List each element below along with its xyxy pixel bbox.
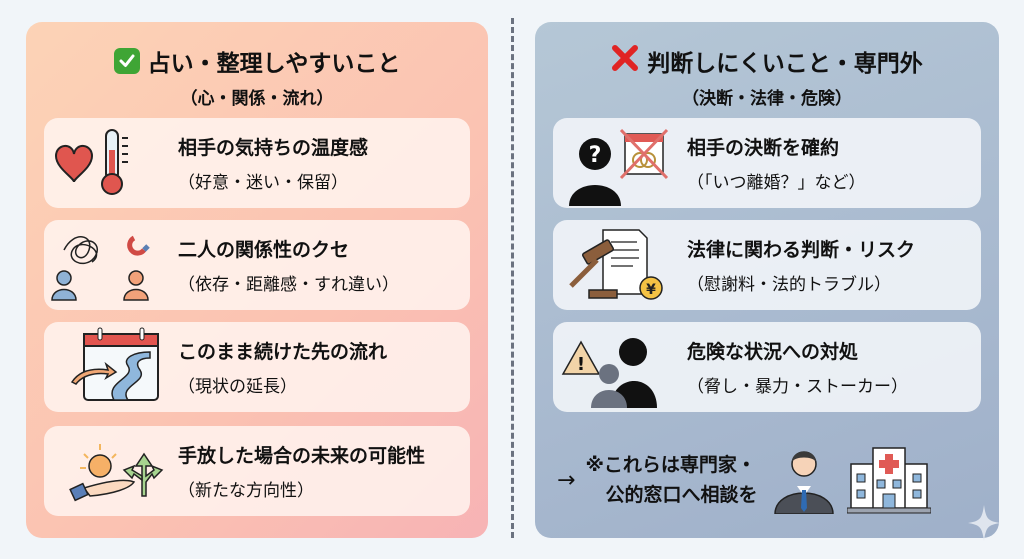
professional-person-icon bbox=[771, 442, 837, 518]
left-panel-subtitle: （心・関係・流れ） bbox=[180, 89, 334, 109]
cross-mark-icon bbox=[611, 44, 639, 78]
gavel-document-yen-icon: ¥ bbox=[553, 220, 673, 310]
footer-line-2: 公的窓口へ相談を bbox=[605, 484, 758, 506]
right-panel-subtitle: （決断・法律・危険） bbox=[682, 89, 852, 109]
arrow-right-icon: → bbox=[557, 467, 576, 493]
item-detail: （新たな方向性） bbox=[178, 481, 314, 501]
warning-threat-figure-icon: ! bbox=[553, 322, 673, 412]
item-title: 危険な状況への対処 bbox=[687, 341, 859, 363]
tangled-people-magnet-icon bbox=[44, 220, 164, 310]
list-item: 相手の気持ちの温度感 （好意・迷い・保留） bbox=[44, 118, 470, 208]
svg-text:¥: ¥ bbox=[646, 282, 656, 298]
list-item: 手放した場合の未来の可能性 （新たな方向性） bbox=[44, 426, 470, 516]
item-title: このまま続けた先の流れ bbox=[178, 341, 388, 363]
left-panel-can-do: 占い・整理しやすいこと （心・関係・流れ） 相手の気持ちの温度感 （好意・迷い・… bbox=[26, 22, 488, 538]
hospital-icon bbox=[846, 442, 932, 518]
item-title: 相手の気持ちの温度感 bbox=[178, 137, 369, 159]
right-panel-title: 判断しにくいこと・専門外 bbox=[535, 44, 999, 78]
dashed-divider bbox=[511, 18, 514, 538]
consult-specialists-note: → ※これらは専門家・ 公的窓口へ相談を bbox=[557, 442, 932, 518]
footer-line-1: ※これらは専門家・ bbox=[585, 454, 756, 476]
item-title: 法律に関わる判断・リスク bbox=[687, 239, 916, 261]
item-title: 手放した場合の未来の可能性 bbox=[178, 445, 426, 467]
check-box-icon bbox=[113, 48, 140, 74]
list-item: ? 相手の決断を確約 （「いつ離婚？」など） bbox=[553, 118, 981, 208]
item-detail: （慰謝料・法的トラブル） bbox=[687, 275, 891, 295]
sparkle-icon bbox=[968, 505, 1000, 545]
right-panel-cannot-do: 判断しにくいこと・専門外 （決断・法律・危険） ? 相手の決断を確約 （「いつ離… bbox=[535, 22, 999, 538]
left-panel-title: 占い・整理しやすいこと bbox=[26, 44, 488, 78]
item-detail: （好意・迷い・保留） bbox=[178, 173, 348, 193]
svg-text:?: ? bbox=[589, 143, 602, 168]
hand-sun-branching-arrows-icon bbox=[44, 426, 164, 516]
item-detail: （脅し・暴力・ストーカー） bbox=[687, 377, 908, 397]
heart-thermometer-icon bbox=[44, 118, 164, 208]
svg-text:!: ! bbox=[577, 354, 585, 375]
item-detail: （依存・距離感・すれ違い） bbox=[178, 275, 399, 295]
list-item: 二人の関係性のクセ （依存・距離感・すれ違い） bbox=[44, 220, 470, 310]
question-silhouette-crossed-calendar-icon: ? bbox=[553, 118, 673, 208]
item-detail: （現状の延長） bbox=[178, 377, 297, 397]
list-item: ¥ 法律に関わる判断・リスク （慰謝料・法的トラブル） bbox=[553, 220, 981, 310]
item-title: 二人の関係性のクセ bbox=[178, 239, 350, 261]
item-detail: （「いつ離婚？」など） bbox=[687, 173, 866, 193]
calendar-river-arrow-icon bbox=[44, 322, 164, 412]
item-title: 相手の決断を確約 bbox=[687, 137, 840, 159]
list-item: このまま続けた先の流れ （現状の延長） bbox=[44, 322, 470, 412]
list-item: ! 危険な状況への対処 （脅し・暴力・ストーカー） bbox=[553, 322, 981, 412]
